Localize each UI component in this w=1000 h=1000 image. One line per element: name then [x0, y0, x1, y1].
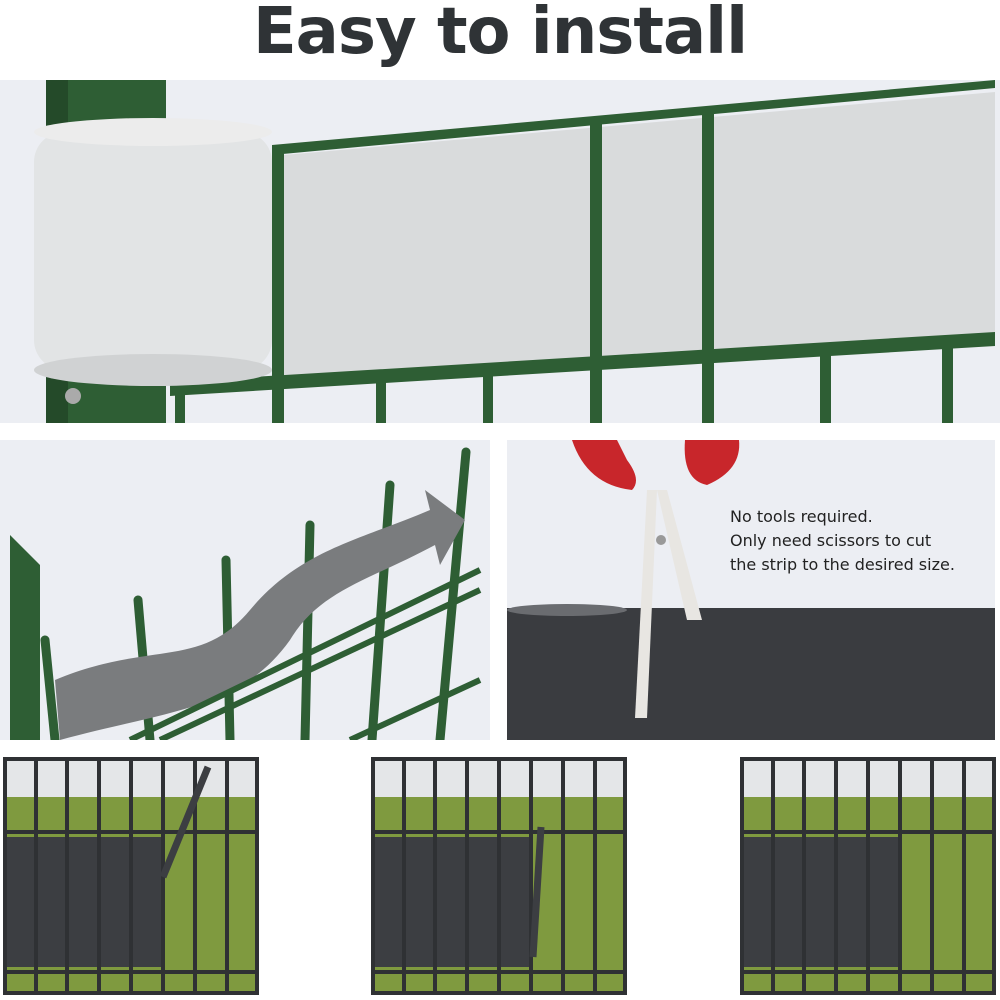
- scissors-icon: [572, 440, 740, 718]
- install-step-1-photo: [3, 757, 259, 995]
- privacy-strip: [284, 92, 995, 378]
- install-step-2-photo: [371, 757, 627, 995]
- dark-strip-roll: [507, 608, 995, 740]
- gray-strip-arrow: [55, 490, 465, 740]
- page-title: Easy to install: [252, 0, 748, 69]
- install-step-3-photo: [740, 757, 996, 995]
- strip-roll: [34, 118, 272, 386]
- note-line: Only need scissors to cut: [730, 531, 932, 550]
- roll-on-fence-illustration: [0, 80, 1000, 423]
- note-line: the strip to the desired size.: [730, 555, 955, 574]
- note-line: No tools required.: [730, 507, 873, 526]
- instruction-note: No tools required. Only need scissors to…: [730, 505, 955, 577]
- cutting-strip-illustration: [507, 440, 995, 740]
- weaving-strip-illustration: [0, 440, 490, 740]
